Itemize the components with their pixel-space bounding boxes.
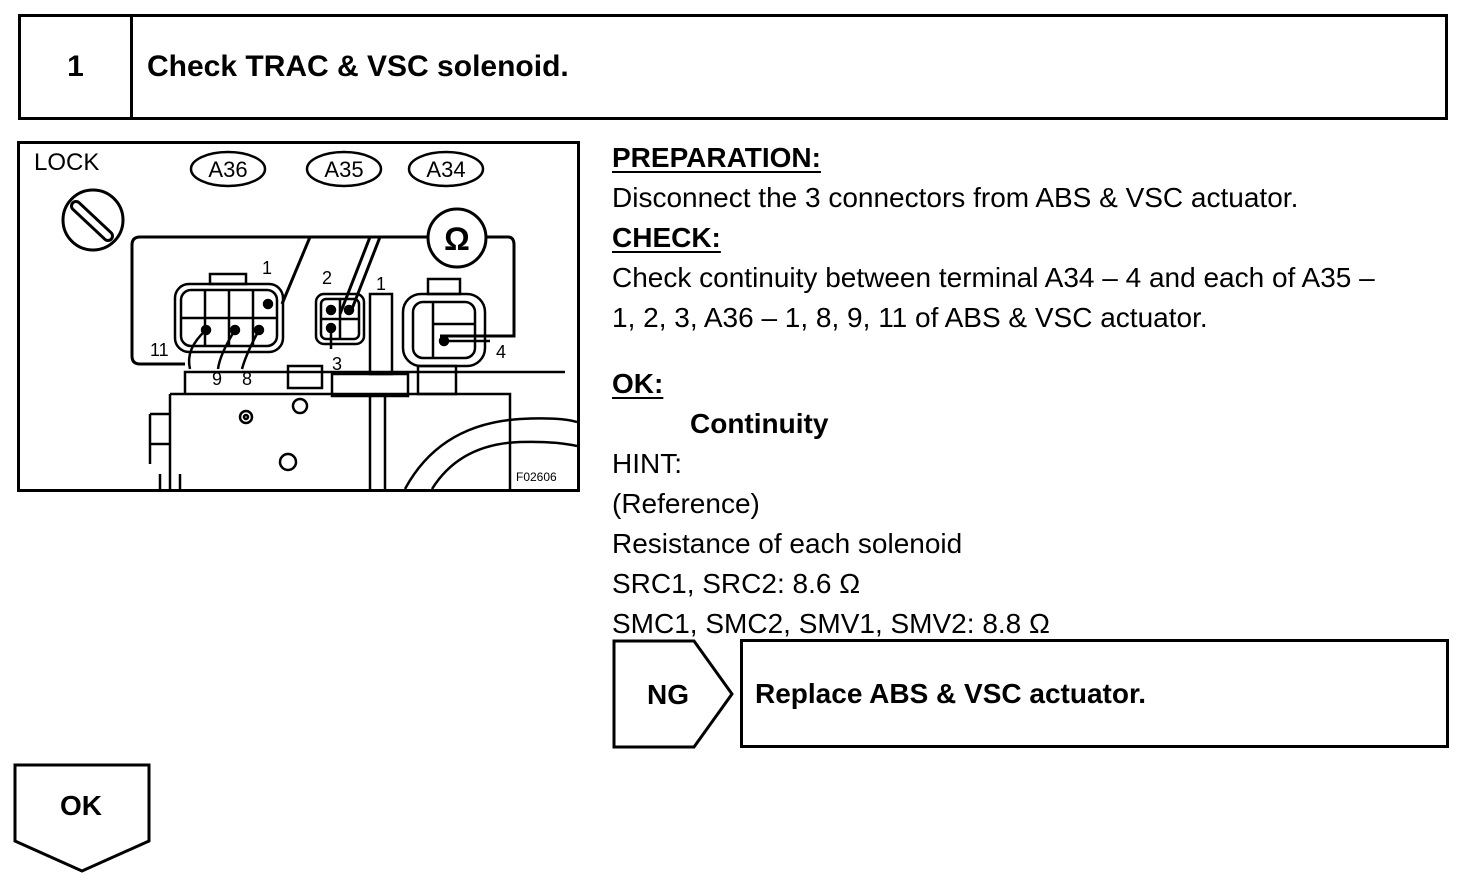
ng-action: Replace ABS & VSC actuator. [755, 677, 1147, 709]
connector-diagram-svg: LOCK A36 A35 A34 Ω [34, 149, 577, 489]
step-number: 1 [21, 17, 133, 117]
terminal-label-a36-11: 11 [150, 340, 169, 360]
check-heading: CHECK: [612, 222, 721, 253]
terminal-label-a35-3: 3 [332, 354, 342, 374]
figure-code: F02606 [516, 470, 557, 484]
check-body-line-2: 1, 2, 3, A36 – 1, 8, 9, 11 of ABS & VSC … [612, 302, 1208, 333]
ok-arrow: OK [13, 763, 151, 873]
svg-text:A35: A35 [324, 157, 363, 182]
svg-text:A36: A36 [208, 157, 247, 182]
step-header: 1 Check TRAC & VSC solenoid. [18, 14, 1448, 120]
step-title: Check TRAC & VSC solenoid. [147, 50, 569, 83]
reference-label: (Reference) [612, 488, 760, 519]
terminal-label-a35-1: 1 [376, 274, 386, 294]
connector-a35 [314, 292, 394, 376]
connector-a34 [401, 277, 490, 368]
terminal-label-a36-9: 9 [212, 369, 222, 389]
ok-heading: OK: [612, 368, 664, 399]
connector-a36 [173, 272, 285, 370]
ok-value: Continuity [690, 408, 829, 439]
preparation-body: Disconnect the 3 connectors from ABS & V… [612, 182, 1299, 213]
ohmmeter-icon: Ω [426, 207, 488, 269]
connector-a36-tag: A36 [189, 150, 267, 188]
terminal-label-a36-8: 8 [242, 369, 252, 389]
lock-label: LOCK [34, 149, 99, 176]
ng-arrow: NG [612, 639, 734, 749]
instructions: PREPARATION: Disconnect the 3 connectors… [612, 138, 1462, 644]
check-body-line-1: Check continuity between terminal A34 – … [612, 262, 1375, 293]
actuator-body [148, 364, 577, 489]
preparation-heading: PREPARATION: [612, 142, 821, 173]
resistance-smc: SMC1, SMC2, SMV1, SMV2: 8.8 Ω [612, 608, 1050, 639]
svg-text:Ω: Ω [444, 221, 470, 257]
hint-label: HINT: [612, 448, 682, 479]
ng-label: NG [647, 679, 689, 710]
terminal-label-a36-1: 1 [262, 258, 272, 278]
connector-a34-tag: A34 [407, 150, 485, 188]
ok-flow-label: OK [60, 790, 102, 821]
ng-action-box: Replace ABS & VSC actuator. [740, 639, 1449, 748]
svg-text:A34: A34 [426, 157, 465, 182]
connector-diagram: LOCK A36 A35 A34 Ω [17, 141, 580, 492]
terminal-label-a34-4: 4 [496, 342, 506, 362]
terminal-label-a35-2: 2 [322, 268, 332, 288]
resistance-src: SRC1, SRC2: 8.6 Ω [612, 568, 861, 599]
resistance-title: Resistance of each solenoid [612, 528, 963, 559]
lock-knob-icon [61, 188, 125, 252]
connector-a35-tag: A35 [305, 150, 383, 188]
